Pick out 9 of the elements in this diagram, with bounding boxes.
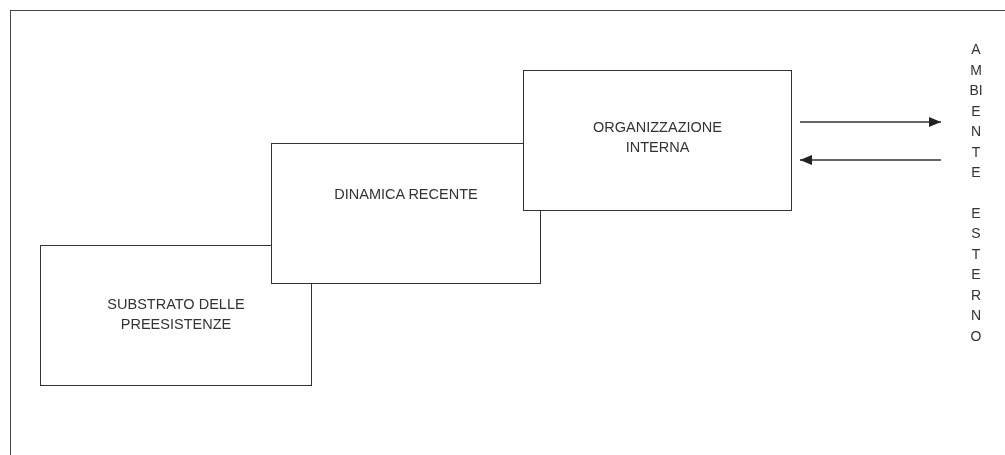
box-label: SUBSTRATO DELLE PREESISTENZE [106, 295, 246, 334]
arrow [799, 155, 942, 165]
box-label: DINAMICA RECENTE [334, 185, 478, 204]
arrow [799, 117, 942, 127]
process-box [40, 245, 312, 386]
process-box [523, 70, 792, 211]
box-label: ORGANIZZAZIONE INTERNA [592, 118, 723, 157]
process-box [271, 143, 541, 284]
vertical-label: AMBIENTE ESTERNO [969, 39, 983, 346]
